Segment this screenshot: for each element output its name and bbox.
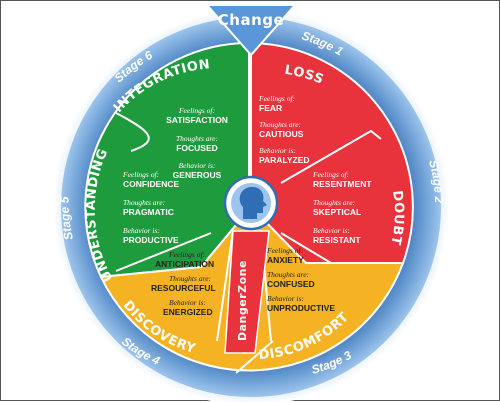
understanding-behavior: PRODUCTIVE [123, 235, 179, 245]
change-label: Change [218, 11, 284, 29]
discomfort-behavior: UNPRODUCTIVE [267, 303, 335, 313]
discovery-behavior-prefix: Behavior is: [169, 298, 206, 307]
danger-zone-wedge [224, 230, 270, 354]
discovery-thoughts-prefix: Thoughts are: [169, 274, 211, 283]
discomfort-thoughts: CONFUSED [267, 279, 315, 289]
loss-feelings-prefix: Feelings of: [258, 94, 295, 103]
understanding-thoughts-prefix: Thoughts are: [123, 198, 165, 207]
discovery-thoughts: RESOURCEFUL [151, 283, 216, 293]
doubt-behavior: RESISTANT [313, 235, 361, 245]
integration-thoughts-prefix: Thoughts are: [176, 134, 218, 143]
discomfort-thoughts-prefix: Thoughts are: [267, 270, 309, 279]
loss-behavior-prefix: Behavior is: [259, 146, 296, 155]
doubt-title: DOUBT [387, 190, 406, 247]
loss-feelings: FEAR [259, 103, 282, 113]
understanding-behavior-prefix: Behavior is: [123, 226, 160, 235]
loss-thoughts: CAUTIOUS [259, 129, 304, 139]
danger-zone-label: DangerZone [236, 260, 249, 341]
understanding-feelings-prefix: Feelings of: [122, 170, 159, 179]
doubt-thoughts-prefix: Thoughts are: [313, 198, 355, 207]
discomfort-details: Feelings of: ANXIETY Thoughts are: CONFU… [266, 246, 335, 313]
discomfort-feelings: ANXIETY [267, 255, 304, 265]
integration-details: Feelings of: SATISFACTION Thoughts are: … [166, 106, 228, 180]
stage-5-label: Stage 5 [57, 196, 75, 241]
integration-behavior: GENEROUS [173, 170, 222, 180]
discovery-behavior: ENERGIZED [163, 307, 213, 317]
green-sector-integration-understanding [84, 41, 252, 279]
understanding-thoughts: PRAGMATIC [123, 207, 174, 217]
loss-details: Feelings of: FEAR Thoughts are: CAUTIOUS… [258, 94, 310, 165]
loss-behavior: PARALYZED [259, 155, 310, 165]
doubt-feelings-prefix: Feelings of: [312, 170, 349, 179]
discomfort-feelings-prefix: Feelings of: [266, 246, 303, 255]
understanding-details: Feelings of: CONFIDENCE Thoughts are: PR… [122, 170, 180, 245]
integration-feelings-prefix: Feelings of: [178, 106, 215, 115]
loss-thoughts-prefix: Thoughts are: [259, 120, 301, 129]
doubt-thoughts: SKEPTICAL [313, 207, 361, 217]
discomfort-behavior-prefix: Behavior is: [267, 294, 304, 303]
change-pointer [204, 4, 298, 57]
head-profile-icon [223, 175, 279, 231]
doubt-feelings: RESENTMENT [313, 179, 372, 189]
discovery-details: Feelings of: ANTICIPATION Thoughts are: … [151, 250, 216, 317]
integration-behavior-prefix: Behavior is: [179, 161, 216, 170]
discovery-feelings: ANTICIPATION [155, 259, 214, 269]
integration-thoughts: FOCUSED [176, 143, 218, 153]
doubt-details: Feelings of: RESENTMENT Thoughts are: SK… [312, 170, 372, 245]
understanding-feelings: CONFIDENCE [123, 179, 180, 189]
doubt-behavior-prefix: Behavior is: [313, 226, 350, 235]
integration-feelings: SATISFACTION [166, 115, 228, 125]
discovery-feelings-prefix: Feelings of: [168, 250, 205, 259]
